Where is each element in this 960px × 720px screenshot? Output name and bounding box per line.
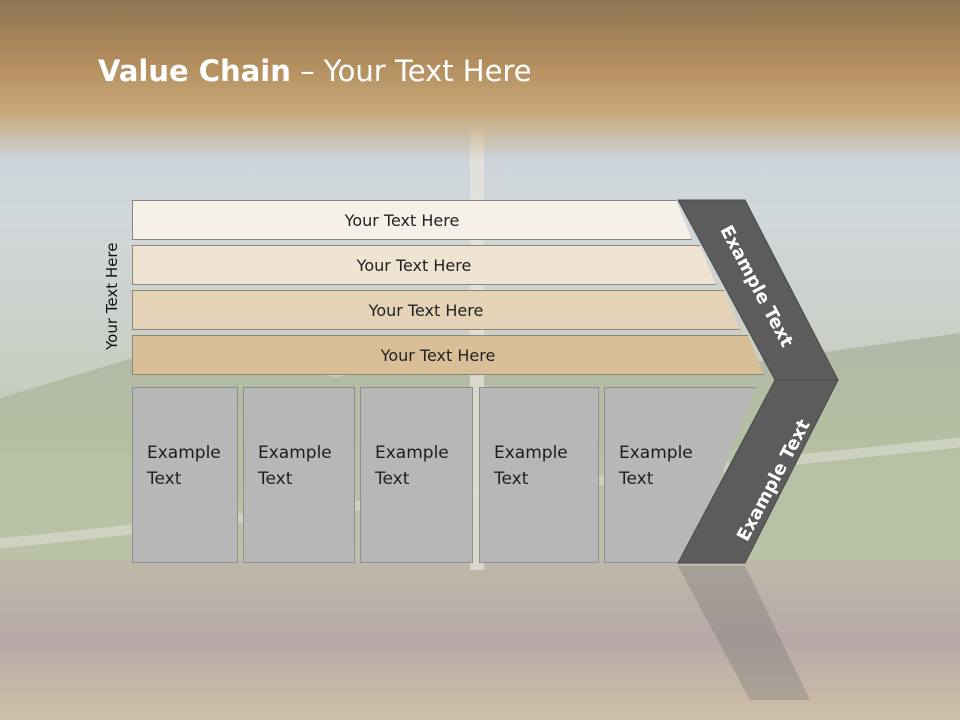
column-box-2: Example Text <box>243 387 355 563</box>
column-line-1: Example <box>375 443 449 463</box>
column-box-3: Example Text <box>360 387 473 563</box>
title-rest: – Your Text Here <box>290 54 532 88</box>
header-band <box>0 0 960 160</box>
column-line-2: Text <box>619 469 654 489</box>
row-bar-label: Your Text Here <box>368 300 484 320</box>
row-bar-label: Your Text Here <box>344 210 460 230</box>
background-floor <box>0 560 960 720</box>
column-line-1: Example <box>147 443 221 463</box>
column-line-2: Text <box>494 469 529 489</box>
slide-title: Value Chain – Your Text Here <box>98 54 532 88</box>
row-bar-3: Your Text Here <box>132 290 740 330</box>
chevron-lower <box>677 379 839 564</box>
row-bar-label: Your Text Here <box>356 255 472 275</box>
column-box-4: Example Text <box>479 387 599 563</box>
column-line-1: Example <box>619 443 693 463</box>
row-bar-label: Your Text Here <box>380 345 496 365</box>
column-box-1: Example Text <box>132 387 238 563</box>
column-line-2: Text <box>375 469 410 489</box>
chevron-reflection <box>678 566 810 700</box>
row-bar-2: Your Text Here <box>132 245 716 285</box>
column-line-1: Example <box>494 443 568 463</box>
title-bold: Value Chain <box>98 54 291 88</box>
column-line-1: Example <box>258 443 332 463</box>
row-bar-1: Your Text Here <box>132 200 692 240</box>
column-line-2: Text <box>147 469 182 489</box>
row-bar-4: Your Text Here <box>132 335 764 375</box>
column-line-2: Text <box>258 469 293 489</box>
